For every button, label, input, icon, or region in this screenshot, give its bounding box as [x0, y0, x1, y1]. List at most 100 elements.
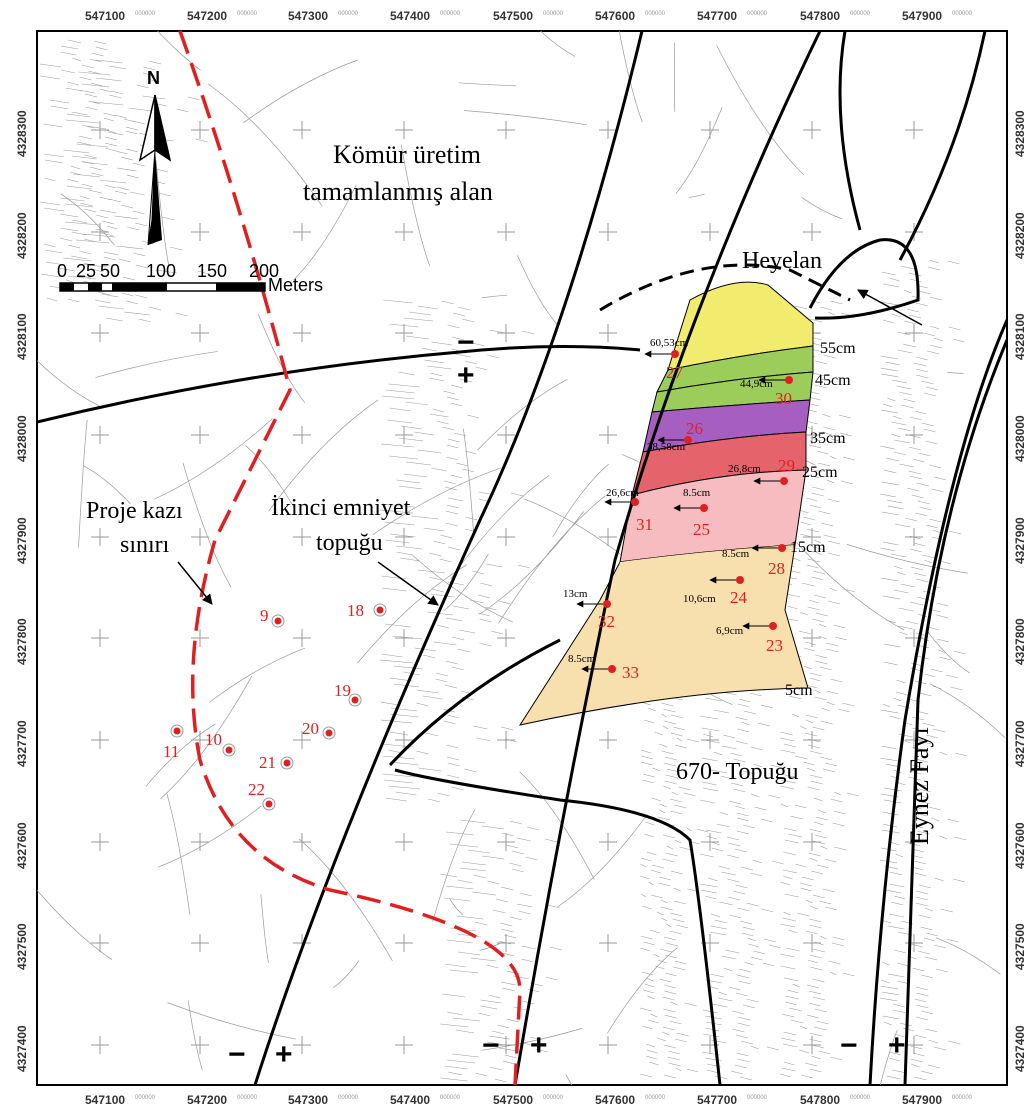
- grid-cross: [395, 629, 413, 647]
- grid-cross: [905, 934, 923, 952]
- point-id: 27: [666, 363, 684, 382]
- plus-sign-1: +: [275, 1038, 293, 1071]
- y-tick-label: 4327600: [15, 822, 29, 869]
- band-label: 15cm: [790, 539, 826, 556]
- point-measure: 8.5cm: [568, 653, 596, 665]
- grid-cross: [191, 426, 209, 444]
- displacement-bands: [518, 281, 814, 726]
- point-10: 10: [205, 730, 236, 757]
- point-marker: [325, 729, 333, 737]
- grid-cross: [497, 629, 515, 647]
- point-id: 25: [693, 520, 710, 539]
- minus-sign-1: −: [228, 1038, 246, 1071]
- x-tick-label: 547900: [902, 9, 942, 23]
- grid-cross: [905, 731, 923, 749]
- grid-cross: [803, 1036, 821, 1054]
- grid-cross: [91, 223, 109, 241]
- north-arrow-icon: N: [138, 68, 172, 246]
- x-tick-label: 547100: [85, 1093, 125, 1107]
- point-measure: 26,6cm: [606, 487, 639, 499]
- scale-tick-label: 0: [57, 261, 67, 281]
- label-ikinci-2: topuğu: [316, 530, 383, 556]
- grid-cross: [191, 528, 209, 546]
- grid-cross: [599, 528, 617, 546]
- grid-cross: [293, 731, 311, 749]
- x-tick-suffix: 000000: [440, 1095, 461, 1101]
- point-id: 23: [766, 636, 783, 655]
- point-id: 29: [778, 456, 795, 475]
- point-33: 33 8.5cm: [568, 653, 639, 682]
- point-marker: [778, 544, 786, 552]
- band-label: 35cm: [810, 430, 846, 447]
- grid-cross: [599, 223, 617, 241]
- grid-cross: [701, 833, 719, 851]
- label-heyelan: Heyelan: [742, 248, 822, 274]
- point-marker: [608, 665, 616, 673]
- heyelan-arrow: [857, 289, 923, 326]
- grid-cross: [497, 833, 515, 851]
- grid-cross: [497, 731, 515, 749]
- y-tick-label: 4328300: [15, 110, 29, 157]
- grid-cross: [91, 324, 109, 342]
- scale-tick-label: 200: [249, 261, 279, 281]
- grid-cross: [293, 833, 311, 851]
- grid-cross: [293, 629, 311, 647]
- minus-sign-2: −: [482, 1029, 500, 1062]
- band-label: 25cm: [802, 464, 838, 481]
- scale-tick-label: 50: [100, 261, 120, 281]
- point-id: 20: [302, 719, 319, 738]
- point-marker: [376, 606, 384, 614]
- grid-cross: [599, 1036, 617, 1054]
- point-marker: [173, 727, 181, 735]
- point-marker: [785, 376, 793, 384]
- ikinci-arrow: [377, 561, 439, 606]
- point-21: 21: [259, 753, 294, 772]
- x-tick-suffix: 000000: [850, 11, 871, 17]
- point-marker: [225, 746, 233, 754]
- x-tick-suffix: 000000: [850, 1095, 871, 1101]
- label-komur-2: tamamlanmış alan: [303, 177, 493, 206]
- landslide-crest: [599, 263, 851, 312]
- scale-unit: Meters: [268, 275, 323, 295]
- y-axis-right: 4328300432820043281004328000432790043278…: [1013, 110, 1027, 1072]
- point-27: 2760,53cm: [644, 337, 689, 382]
- point-id: 32: [598, 612, 615, 631]
- point-id: 33: [622, 663, 639, 682]
- proje-arrow: [177, 561, 213, 605]
- fault-horizontal: [37, 344, 641, 424]
- point-id: 31: [636, 515, 653, 534]
- scale-tick-label: 100: [146, 261, 176, 281]
- point-9: 9: [260, 606, 285, 628]
- y-tick-label: 4327400: [15, 1025, 29, 1072]
- point-11: 11: [163, 724, 184, 761]
- fault-diagonal-2: [513, 31, 822, 1085]
- x-tick-label: 547200: [187, 9, 227, 23]
- y-tick-label: 4327800: [1013, 618, 1027, 665]
- x-tick-label: 547900: [902, 1093, 942, 1107]
- point-id: 10: [205, 730, 222, 749]
- grid-cross: [191, 121, 209, 139]
- label-komur-1: Kömür üretim: [333, 140, 481, 169]
- y-tick-label: 4327600: [1013, 822, 1027, 869]
- north-label: N: [147, 68, 160, 88]
- point-18: 18: [347, 601, 387, 620]
- x-tick-label: 547400: [390, 1093, 430, 1107]
- grid-cross: [497, 1036, 515, 1054]
- grid-cross: [191, 223, 209, 241]
- y-tick-label: 4328100: [1013, 313, 1027, 360]
- grid-cross: [91, 934, 109, 952]
- point-id: 19: [334, 681, 351, 700]
- x-tick-label: 547600: [595, 9, 635, 23]
- y-tick-label: 4327800: [15, 618, 29, 665]
- x-tick-suffix: 000000: [645, 11, 666, 17]
- grid-cross: [395, 1036, 413, 1054]
- point-23: 236,9cm: [716, 622, 783, 655]
- point-id: 18: [347, 601, 364, 620]
- x-tick-suffix: 000000: [135, 1095, 156, 1101]
